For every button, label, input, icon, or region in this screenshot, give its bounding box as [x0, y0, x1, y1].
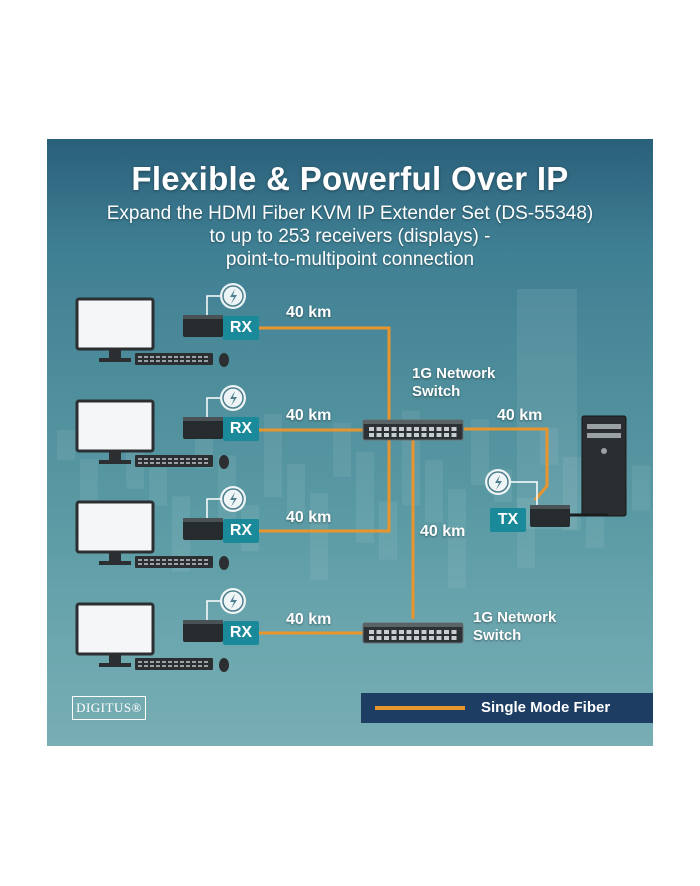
keyboard-icon [135, 658, 213, 670]
pc-tower-icon [570, 415, 627, 517]
subtitle-line-3: point-to-multipoint connection [225, 249, 475, 270]
distance-label: 40 km [420, 523, 466, 540]
monitor-icon [75, 297, 155, 362]
keyboard-icon [135, 455, 213, 467]
infographic-panel: Flexible & Powerful Over IP Expand the H… [47, 139, 653, 746]
rx-tag: RX [223, 621, 259, 645]
switch-label-line2: Switch [412, 383, 461, 400]
network-switch-icon [362, 622, 464, 644]
rx-tag: RX [223, 519, 259, 543]
monitor-icon [75, 399, 155, 464]
subtitle-line-1: Expand the HDMI Fiber KVM IP Extender Se… [106, 203, 594, 224]
power-icon [206, 486, 246, 518]
switch-label: 1G Network Switch [412, 365, 495, 401]
rx-tag: RX [223, 417, 259, 441]
fiber-line [464, 427, 549, 501]
power-cable [206, 397, 220, 417]
subtitle-line-2: to up to 253 receivers (displays) - [209, 226, 491, 247]
legend: Single Mode Fiber [361, 693, 653, 723]
distance-label: 40 km [286, 304, 332, 321]
extender-box-icon [183, 620, 223, 642]
power-icon [206, 283, 246, 315]
distance-label: 40 km [286, 509, 332, 526]
fiber-line [259, 326, 391, 426]
distance-label: 40 km [286, 407, 332, 424]
legend-fiber-line [375, 706, 465, 710]
distance-label: 40 km [497, 407, 543, 424]
network-diagram [57, 283, 650, 672]
distance-label: 40 km [286, 611, 332, 628]
mouse-icon [219, 455, 229, 469]
power-cable [206, 498, 220, 518]
power-icon [206, 588, 246, 620]
network-switch-icon [362, 419, 464, 441]
legend-label: Single Mode Fiber [481, 699, 611, 716]
pc-cable [570, 513, 609, 517]
extender-box-icon [183, 417, 223, 439]
rx-tag: RX [223, 316, 259, 340]
mouse-icon [219, 556, 229, 570]
switch-label: 1G Network Switch [473, 609, 556, 645]
extender-box-icon [183, 518, 223, 540]
transmitter-box-icon [530, 505, 570, 527]
power-cable [511, 481, 538, 505]
digitus-logo: DIGITUS® [72, 696, 146, 720]
power-icon [485, 469, 538, 505]
keyboard-icon [135, 556, 213, 568]
switch-label-line1: 1G Network [412, 365, 496, 382]
monitor-icon [75, 500, 155, 565]
mouse-icon [219, 353, 229, 367]
fiber-lines [259, 326, 549, 635]
monitor-icon [75, 602, 155, 667]
switch-label-line2: Switch [473, 627, 522, 644]
extender-box-icon [183, 315, 223, 337]
page-title: Flexible & Powerful Over IP [131, 160, 569, 197]
switch-label-line1: 1G Network [473, 609, 557, 626]
fiber-line [259, 433, 391, 533]
power-cable [206, 295, 220, 315]
keyboard-icon [135, 353, 213, 365]
tx-tag: TX [490, 508, 526, 532]
power-icon [206, 385, 246, 417]
mouse-icon [219, 658, 229, 672]
power-cable [206, 600, 220, 620]
